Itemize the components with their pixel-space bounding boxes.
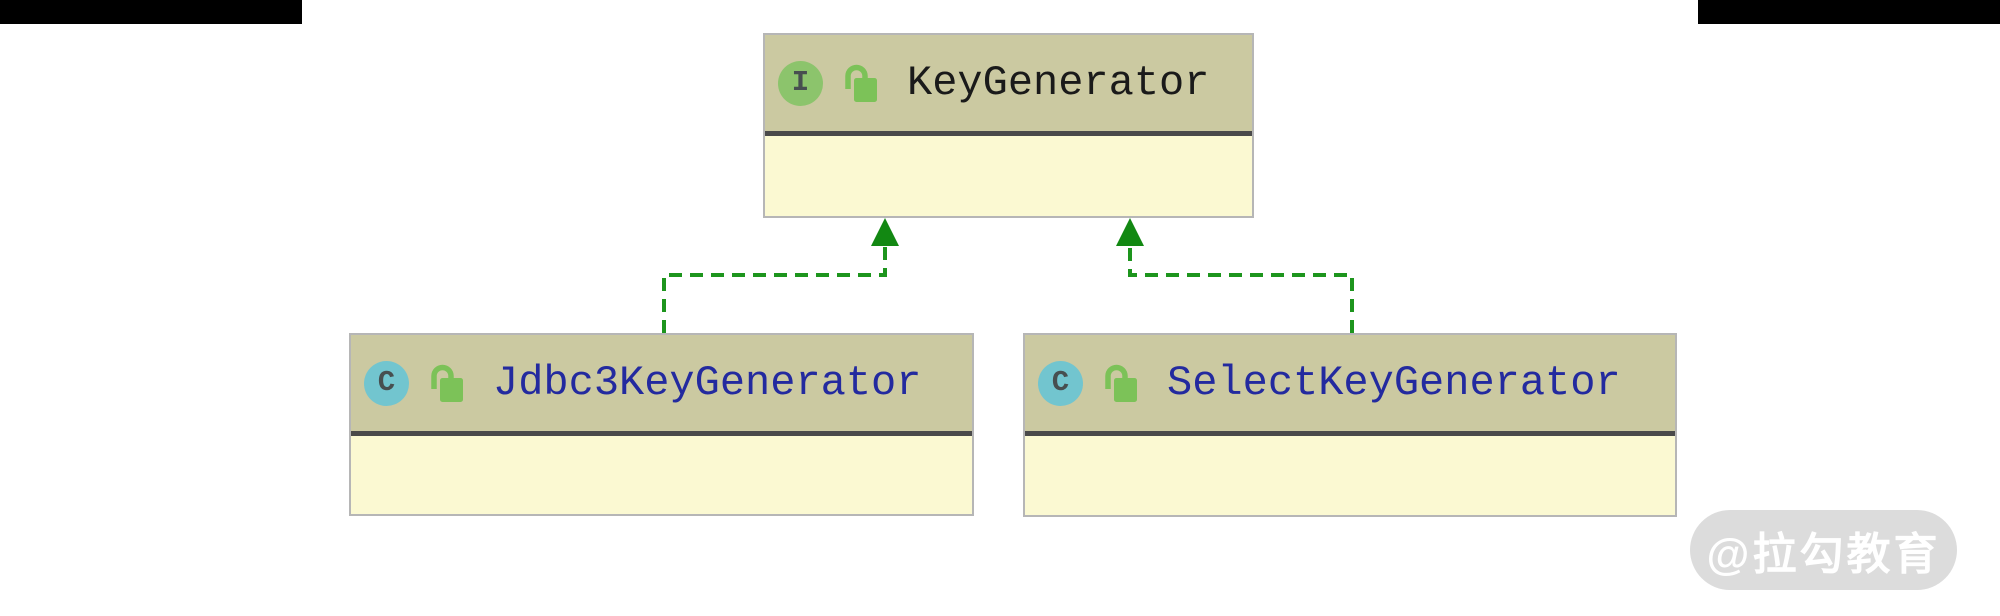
unlocked-public-icon — [1105, 364, 1137, 402]
uml-node-selectkeygenerator[interactable]: C SelectKeyGenerator — [1023, 333, 1677, 517]
relation-selectkeygenerator-implements-keygenerator — [1116, 218, 1354, 333]
uml-node-keygenerator[interactable]: I KeyGenerator — [763, 33, 1254, 218]
class-name: SelectKeyGenerator — [1167, 359, 1621, 407]
top-right-black-bar — [1698, 0, 2000, 24]
implements-arrowhead-icon — [871, 218, 899, 246]
implements-arrowhead-icon — [1116, 218, 1144, 246]
top-left-black-bar — [0, 0, 302, 24]
uml-node-jdbc3keygenerator[interactable]: C Jdbc3KeyGenerator — [349, 333, 974, 516]
class-icon: C — [1038, 360, 1083, 406]
node-separator — [765, 131, 1252, 136]
class-name: Jdbc3KeyGenerator — [493, 359, 922, 407]
interface-icon: I — [778, 60, 823, 106]
node-members-section — [1025, 436, 1675, 515]
watermark-text: @拉勾教育 — [1706, 530, 1941, 579]
node-header: C SelectKeyGenerator — [1025, 335, 1675, 431]
node-members-section — [351, 436, 972, 514]
node-separator — [351, 431, 972, 436]
node-header: I KeyGenerator — [765, 35, 1252, 131]
implements-dashed-line — [1128, 246, 1354, 333]
implements-dashed-line — [662, 246, 887, 333]
interface-name: KeyGenerator — [907, 59, 1210, 107]
node-separator — [1025, 431, 1675, 436]
class-icon: C — [364, 360, 409, 406]
relation-jdbc3keygenerator-implements-keygenerator — [662, 218, 899, 333]
node-members-section — [765, 136, 1252, 216]
watermark-badge: @拉勾教育 — [1690, 510, 1957, 590]
unlocked-public-icon — [431, 364, 463, 402]
unlocked-public-icon — [845, 64, 877, 102]
node-header: C Jdbc3KeyGenerator — [351, 335, 972, 431]
